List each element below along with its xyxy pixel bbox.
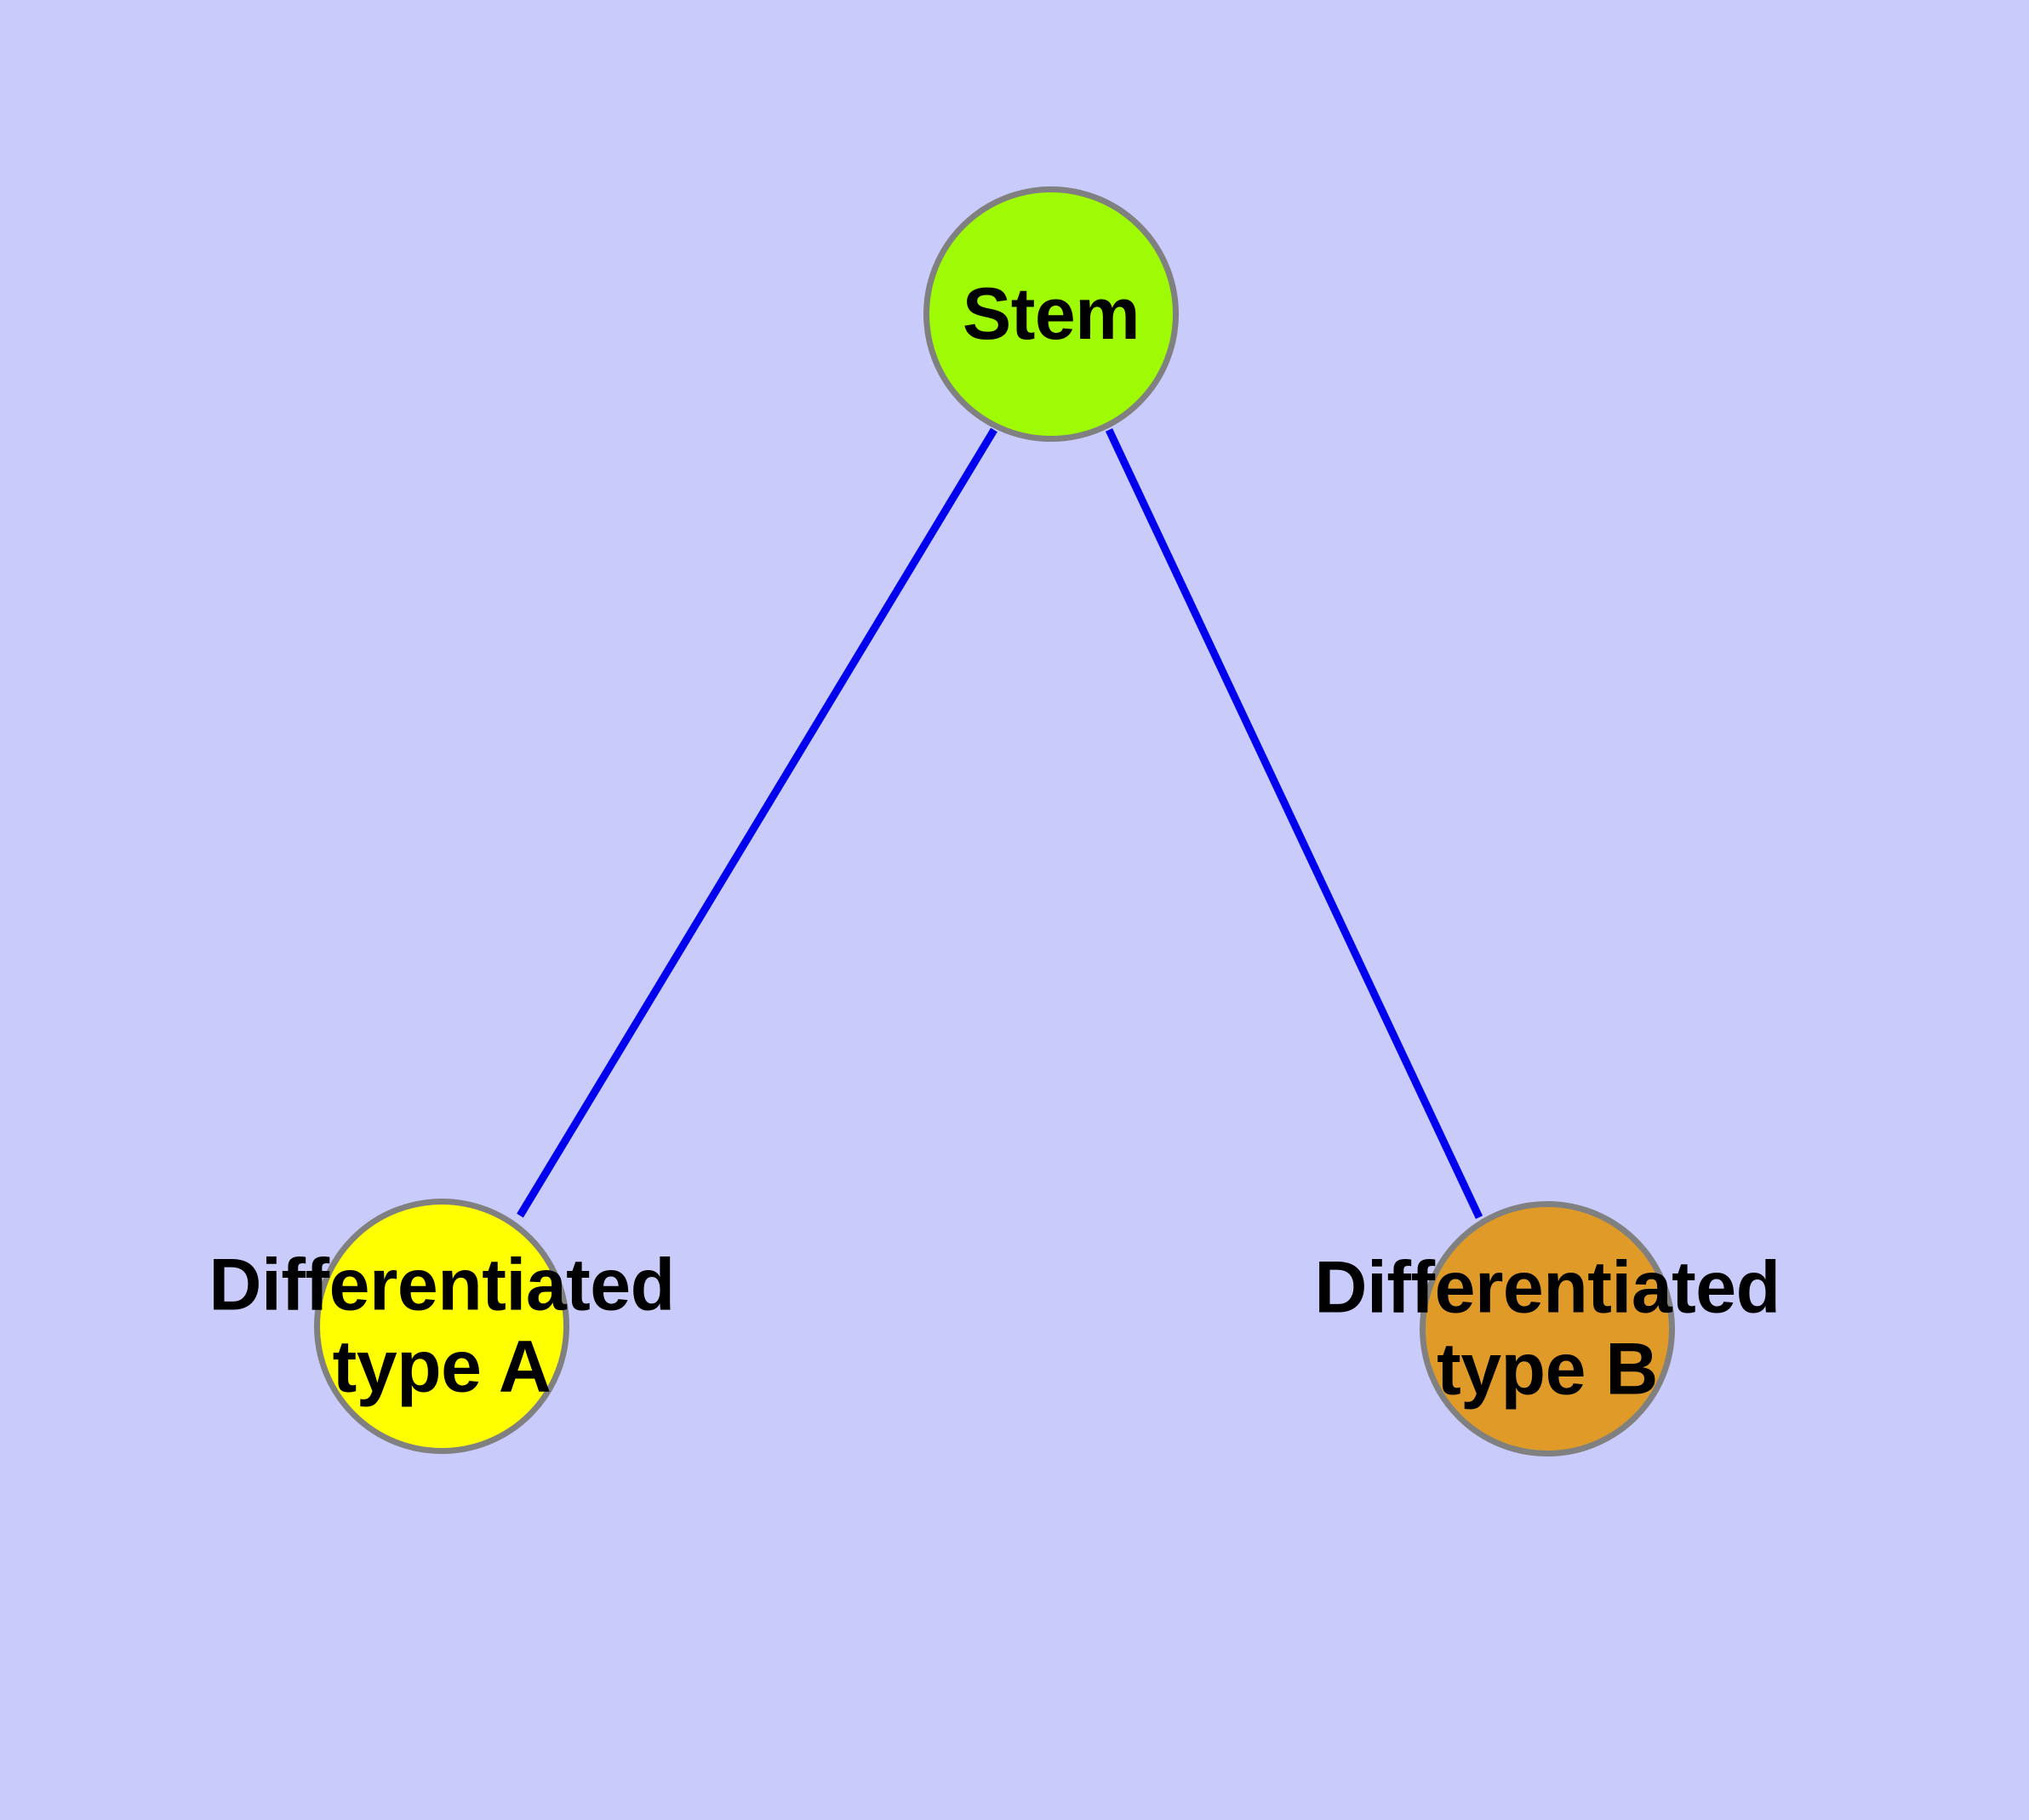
node-differentiated-type-a[interactable] [314,1199,569,1454]
edge-stem-to-diff-a [517,427,997,1218]
node-differentiated-type-b[interactable] [1420,1201,1675,1457]
edge-stem-to-diff-b [1105,428,1483,1219]
node-stem[interactable] [923,186,1179,442]
